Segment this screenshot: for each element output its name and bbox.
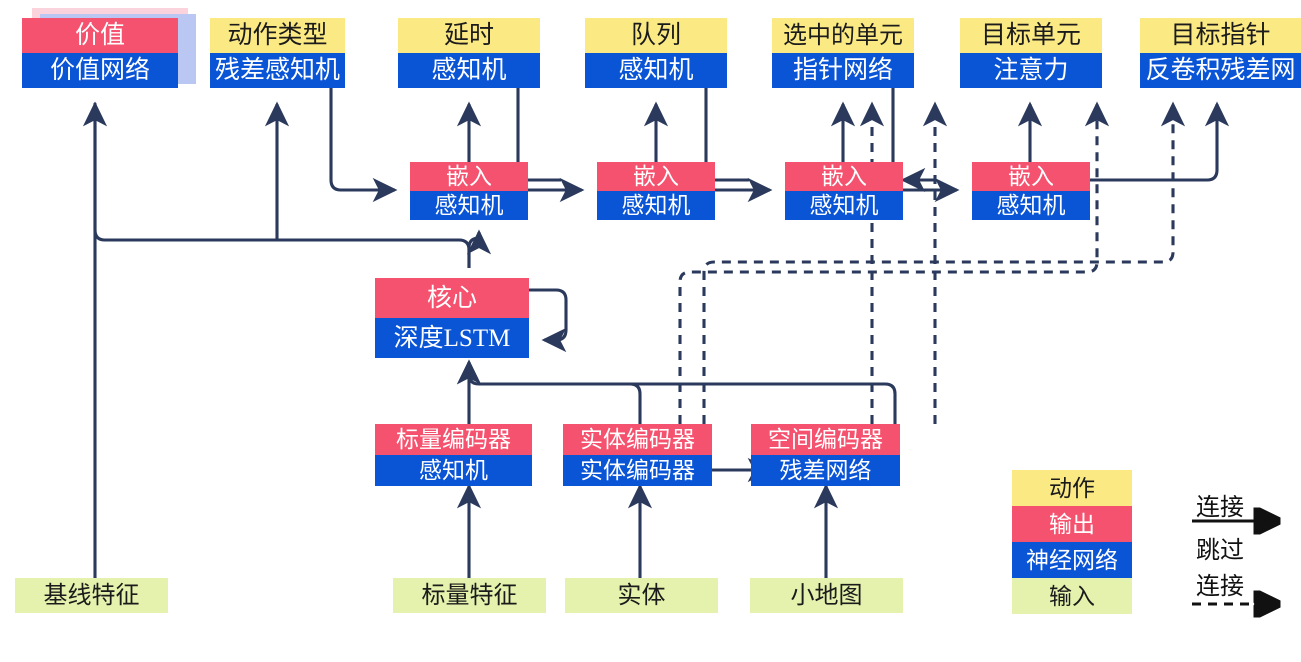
node-entities[interactable]: 实体 <box>565 578 718 613</box>
node-queue-top: 队列 <box>585 18 727 53</box>
node-minimap[interactable]: 小地图 <box>750 578 903 613</box>
node-spatial-encoder-bottom: 残差网络 <box>751 455 900 486</box>
node-target-point[interactable]: 目标指针 反卷积残差网 <box>1140 18 1301 88</box>
node-action-type-bottom: 残差感知机 <box>210 53 345 88</box>
legend-swatch-network: 神经网络 <box>1012 542 1132 578</box>
skip-entityencoder-to-targetpointer <box>702 101 1186 424</box>
wire-core-to-embed1 <box>466 229 492 268</box>
legend-swatch-output: 输出 <box>1012 506 1132 542</box>
node-embed-2-top: 嵌入 <box>597 162 715 191</box>
legend-label-skip-line2: 连接 <box>1196 574 1244 600</box>
node-embed-1[interactable]: 嵌入 感知机 <box>410 162 528 220</box>
node-entity-encoder[interactable]: 实体编码器 实体编码器 <box>563 424 712 486</box>
node-embed-3-bottom: 感知机 <box>785 191 903 220</box>
node-queue[interactable]: 队列 感知机 <box>585 18 727 88</box>
node-delay-bottom: 感知机 <box>398 53 540 88</box>
wire-spatialencoder-to-core-bus <box>477 382 897 426</box>
node-delay-top: 延时 <box>398 18 540 53</box>
node-selected-units-top: 选中的单元 <box>772 18 914 53</box>
node-action-type[interactable]: 动作类型 残差感知机 <box>210 18 345 88</box>
skip-entityencoder-to-targetunit <box>678 101 1110 424</box>
node-baseline-features[interactable]: 基线特征 <box>15 578 168 613</box>
node-scalar-encoder-bottom: 感知机 <box>375 455 532 486</box>
legend-swatches: 动作 输出 神经网络 输入 <box>1012 470 1132 614</box>
node-embed-4-bottom: 感知机 <box>972 191 1090 220</box>
wire-queue-to-embed3 <box>704 88 773 203</box>
node-core-top: 核心 <box>375 278 529 318</box>
node-embed-3-top: 嵌入 <box>785 162 903 191</box>
node-selected-units-bottom: 指针网络 <box>772 53 914 88</box>
node-embed-3[interactable]: 嵌入 感知机 <box>785 162 903 220</box>
node-value-bottom: 价值网络 <box>22 53 178 88</box>
wire-actiontype-to-embed1 <box>329 88 398 203</box>
legend-label-skip-line1: 跳过 <box>1196 538 1244 564</box>
node-spatial-encoder[interactable]: 空间编码器 残差网络 <box>751 424 900 486</box>
node-value-top: 价值 <box>22 18 178 53</box>
node-selected-units[interactable]: 选中的单元 指针网络 <box>772 18 914 88</box>
wire-embed4-to-targetpointer <box>1090 101 1230 182</box>
node-target-unit-bottom: 注意力 <box>960 53 1102 88</box>
node-embed-1-bottom: 感知机 <box>410 191 528 220</box>
node-entity-encoder-top: 实体编码器 <box>563 424 712 455</box>
node-embed-1-top: 嵌入 <box>410 162 528 191</box>
node-embed-4-top: 嵌入 <box>972 162 1090 191</box>
node-spatial-encoder-top: 空间编码器 <box>751 424 900 455</box>
node-target-unit-top: 目标单元 <box>960 18 1102 53</box>
legend-label-connection: 连接 <box>1196 495 1244 521</box>
node-embed-4[interactable]: 嵌入 感知机 <box>972 162 1090 220</box>
node-embed-2[interactable]: 嵌入 感知机 <box>597 162 715 220</box>
node-scalar-features[interactable]: 标量特征 <box>393 578 546 613</box>
node-target-point-bottom: 反卷积残差网 <box>1140 53 1301 88</box>
node-action-type-top: 动作类型 <box>210 18 345 53</box>
node-scalar-encoder[interactable]: 标量编码器 感知机 <box>375 424 532 486</box>
node-core[interactable]: 核心 深度LSTM <box>375 278 529 358</box>
node-target-point-top: 目标指针 <box>1140 18 1301 53</box>
legend-swatch-action: 动作 <box>1012 470 1132 506</box>
node-queue-bottom: 感知机 <box>585 53 727 88</box>
node-entity-encoder-bottom: 实体编码器 <box>563 455 712 486</box>
node-core-bottom: 深度LSTM <box>375 318 529 358</box>
node-delay[interactable]: 延时 感知机 <box>398 18 540 88</box>
node-target-unit[interactable]: 目标单元 注意力 <box>960 18 1102 88</box>
wire-core-recurrent-loop <box>529 288 568 353</box>
node-scalar-encoder-top: 标量编码器 <box>375 424 532 455</box>
node-embed-2-bottom: 感知机 <box>597 191 715 220</box>
wire-entityencoder-to-core <box>456 359 642 424</box>
node-value[interactable]: 价值 价值网络 <box>22 8 196 88</box>
legend-swatch-input: 输入 <box>1012 578 1132 614</box>
